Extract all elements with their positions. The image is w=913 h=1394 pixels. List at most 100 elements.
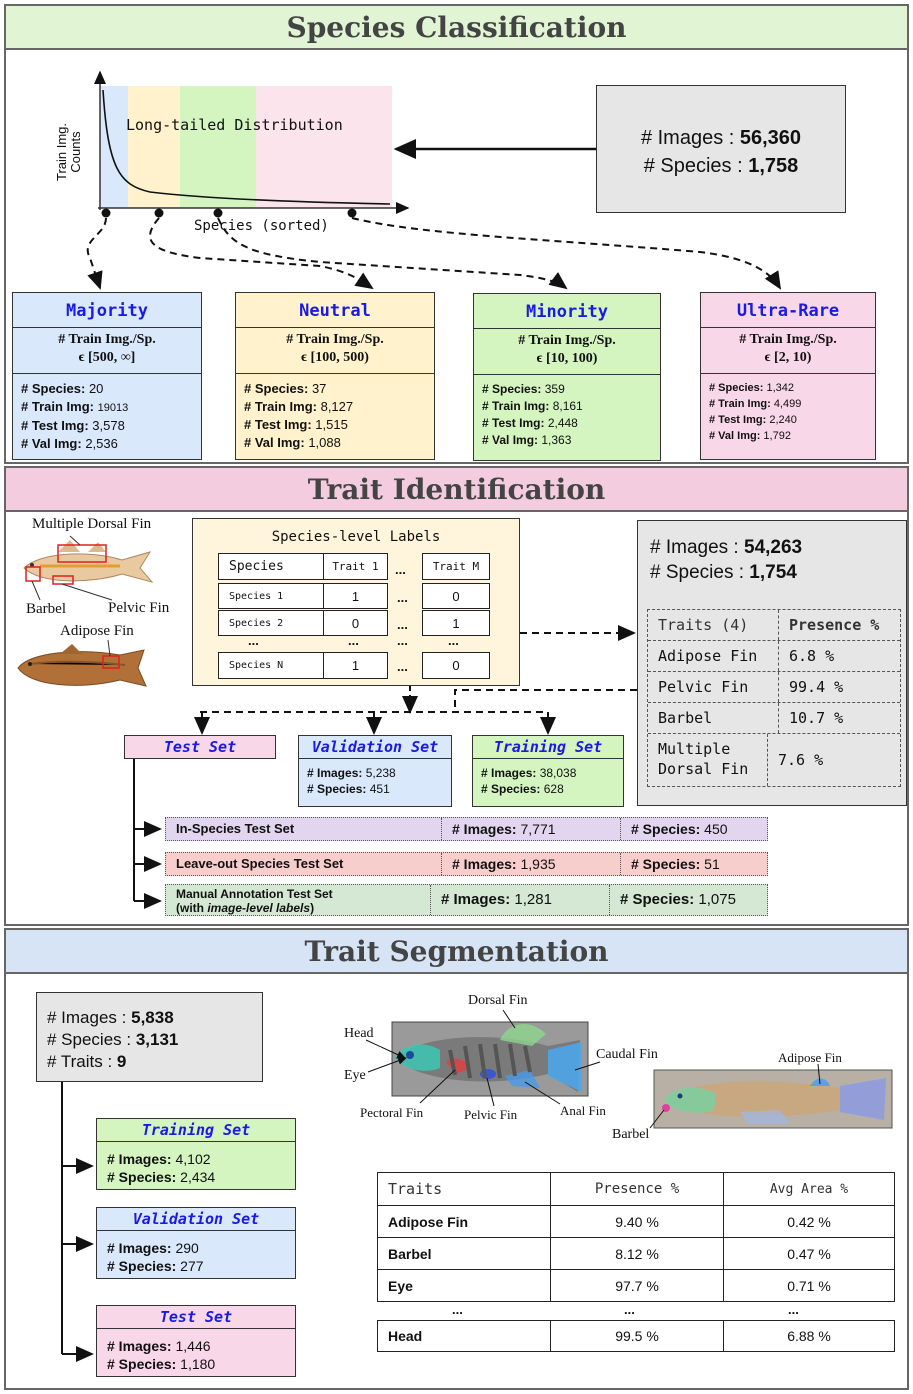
in-species-images: 7,771 [520,821,556,837]
ti-training-set: Training Set # Images: 38,038 # Species:… [472,735,624,807]
seg-training-set: Training Set # Images: 4,102 # Species: … [96,1118,296,1190]
seg-row4-presence: ... [624,1302,635,1317]
seg-label-adipose: Adipose Fin [778,1050,842,1065]
chart-curve-label: Long-tailed Distribution [126,116,343,134]
seg-images-value: 5,838 [131,1008,174,1027]
band-minority [180,86,256,208]
seg-images-label: # Images : [47,1008,132,1027]
test-subset-in-species: In-Species Test Set # Images: 7,771 # Sp… [165,817,768,841]
trait-multiple-dorsal: Multiple Dorsal Fin [648,734,768,786]
group-minority-species: 359 [544,382,565,396]
trait-summary-species-label: # Species : [650,562,750,583]
stat-label: # Images: [107,1338,172,1354]
connector-neutral [149,217,374,290]
stat-label: # Test Img: [482,416,545,430]
seg-validation-set: Validation Set # Images: 290 # Species: … [96,1207,296,1279]
seg-label-barbel: Barbel [612,1127,650,1142]
ti-train-images: 38,038 [539,766,577,780]
connector-minority [217,217,568,290]
trait-summary-images-label: # Images : [650,537,744,558]
group-ultra-rare: Ultra-Rare # Train Img./Sp. ϵ [2, 10) # … [700,292,876,460]
group-neutral-range-label: # Train Img./Sp. [286,332,384,347]
trait-identification-title: Trait Identification [4,466,909,512]
seg-label-caudal: Caudal Fin [596,1047,658,1062]
segmented-fish-image [391,1021,589,1097]
fish-label-barbel: Barbel [26,601,66,617]
dot-majority [101,208,111,218]
manual-name-post: ) [310,901,315,915]
dot-neutral [154,208,164,218]
dorsal-box [57,544,107,563]
presence-pelvic: 99.4 % [789,678,844,696]
band-ultra-rare [256,86,392,208]
seg-row5-area: 6.88 % [723,1320,895,1352]
stat-label: # Species: [620,891,695,908]
group-ultra-rare-train: 4,499 [773,398,802,410]
group-majority-test: 3,578 [92,418,125,433]
col-traits-4: Traits (4) [648,610,779,640]
ti-val-images: 5,238 [365,766,396,780]
trait-summary-species-value: 1,754 [749,562,797,583]
seg-val-species: 277 [180,1258,204,1274]
row3-ellipsis: ... [397,633,408,648]
seg-row1-area: 0.42 % [723,1205,895,1238]
row4-ellipsis: ... [397,659,408,674]
ti-test-set-name: Test Set [163,738,237,756]
stat-label: # Images: [452,856,517,872]
group-neutral: Neutral # Train Img./Sp. ϵ [100, 500) # … [235,292,435,460]
trait-pelvic: Pelvic Fin [648,672,779,702]
manual-name-pre: (with [176,901,208,915]
group-majority-range-label: # Train Img./Sp. [58,332,156,347]
leave-out-name: Leave-out Species Test Set [166,853,442,875]
group-neutral-val: 1,088 [308,435,341,450]
presence-multiple-dorsal: 7.6 % [778,751,824,769]
seg-test-name: Test Set [97,1306,295,1329]
seg-species-label: # Species : [47,1030,136,1049]
stat-label: # Test Img: [244,417,312,432]
summary-to-splits [454,689,637,712]
seg-col-area: Avg Area % [723,1172,895,1206]
seg-row3-presence: 97.7 % [550,1269,724,1302]
row2-species: Species 2 [218,610,324,636]
stat-label: # Train Img: [244,399,317,414]
stat-label: # Images: [441,891,511,908]
barbel-box [25,566,41,582]
group-majority-val: 2,536 [85,436,118,451]
test-subset-leave-out: Leave-out Species Test Set # Images: 1,9… [165,852,768,876]
trait-summary-images-value: 54,263 [744,537,803,558]
species-summary-box: # Images : 56,360 # Species : 1,758 [596,85,846,213]
ti-validation-set-name: Validation Set [299,736,451,759]
stat-label: # Images: [107,1240,172,1256]
group-neutral-test: 1,515 [315,417,348,432]
stat-label: # Images: [481,766,537,780]
connector-majority [86,217,107,290]
seg-summary-box: # Images : 5,838 # Species : 3,131 # Tra… [36,992,263,1082]
row2-tm: 1 [422,610,490,636]
summary-species-value: 1,758 [748,155,799,177]
group-neutral-train: 8,127 [320,399,354,414]
seg-label-head: Head [344,1026,374,1041]
seg-val-images: 290 [175,1240,199,1256]
seg-row2-area: 0.47 % [723,1237,895,1270]
fish-label-dorsal: Multiple Dorsal Fin [32,516,152,532]
label-table-title: Species-level Labels [271,529,441,545]
stat-label: # Train Img: [709,398,771,410]
seg-label-eye: Eye [344,1068,366,1083]
group-neutral-range: ϵ [100, 500) [301,350,369,365]
stat-label: # Species: [107,1258,177,1274]
seg-row5-presence: 99.5 % [550,1320,724,1352]
adipose-box [102,655,120,669]
seg-col-presence: Presence % [550,1172,724,1206]
row4-t1: 1 [323,652,388,679]
fish-label-adipose: Adipose Fin [60,623,134,639]
row1-ellipsis: ... [397,590,408,605]
stat-label: # Species: [631,821,701,837]
group-minority-val: 1,363 [541,433,572,447]
connector-ultra-rare [351,217,782,290]
species-classification-title: Species Classification [4,4,909,50]
chart-x-label: Species (sorted) [194,218,329,234]
group-minority-range-label: # Train Img./Sp. [518,333,616,348]
group-ultra-rare-species: 1,342 [766,382,795,394]
